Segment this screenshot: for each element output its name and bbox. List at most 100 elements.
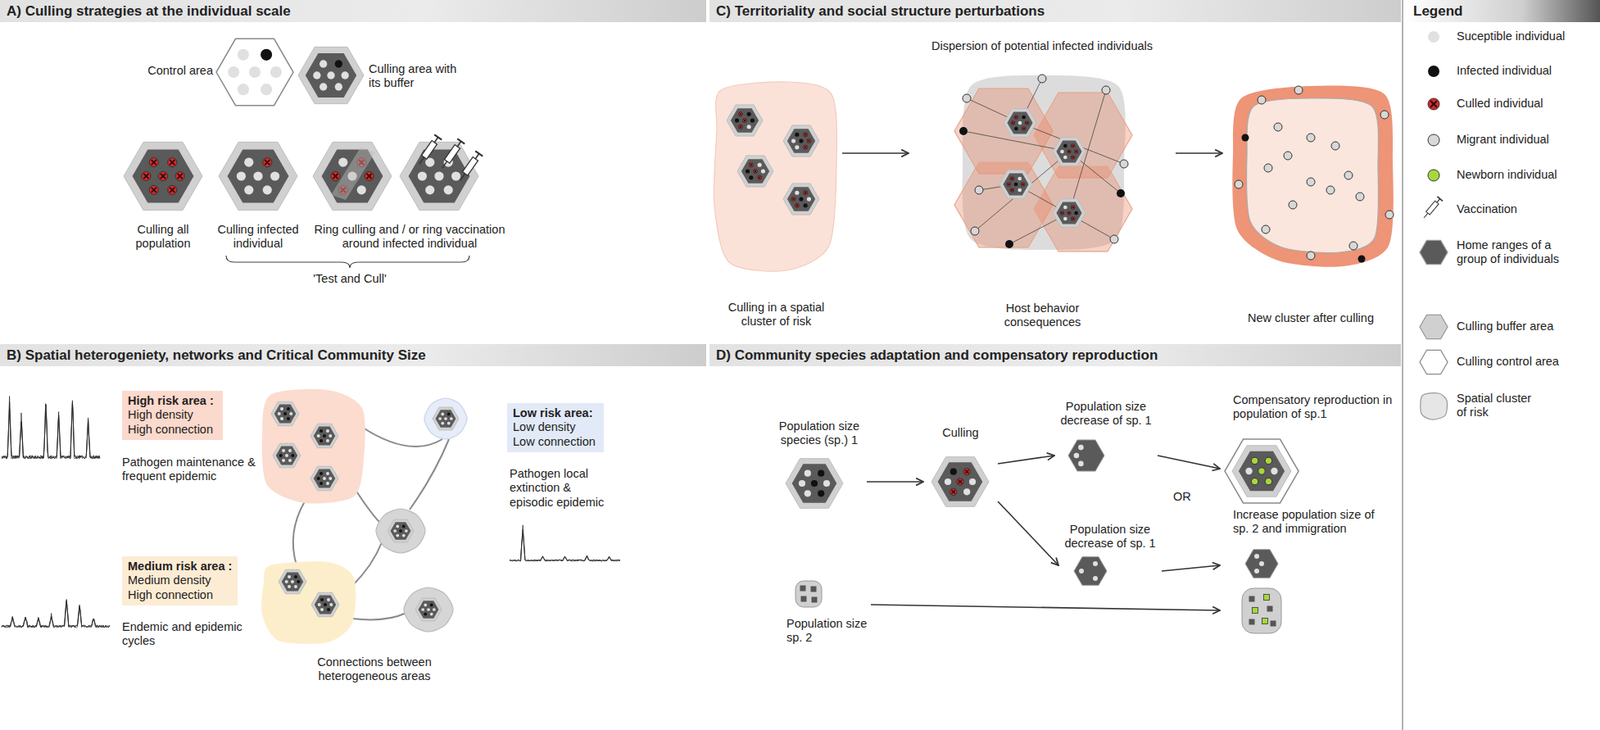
individual-dot (798, 480, 806, 487)
home-range-hexagon (281, 572, 304, 592)
individual-dot (791, 138, 796, 143)
individual-dot (959, 126, 968, 136)
risk-heading: Low risk area: (512, 406, 599, 421)
individual-dot (794, 145, 799, 150)
time-series-line (1, 600, 110, 628)
legend-text: Vaccination (1456, 202, 1596, 217)
individual-dot (1010, 176, 1015, 182)
home-range-hexagon (1245, 549, 1279, 579)
individual-dot (1427, 65, 1440, 78)
home-range-hexagon (787, 186, 816, 212)
individual-dot (326, 429, 330, 433)
individual-dot (803, 145, 808, 150)
culling-buffer-hexagon (783, 183, 820, 215)
individual-dot (328, 476, 332, 481)
individual-dot (167, 158, 177, 168)
individual-dot (791, 196, 796, 201)
individual-dot (320, 598, 324, 602)
home-range-hexagon (1068, 439, 1105, 472)
caption-text: Low density Low connection (512, 420, 599, 449)
flow-arrow (1157, 455, 1220, 469)
population-stage: Population size sp. 2 (786, 577, 869, 648)
flow-arrow (1161, 565, 1220, 572)
individual-dot (323, 602, 327, 607)
species-2-individual (1249, 596, 1256, 603)
vaccination-syringe (456, 150, 483, 183)
culled-cross (965, 469, 970, 474)
individual-dot (338, 158, 348, 168)
individual-dot (804, 489, 812, 497)
legend-swatch-area (1415, 158, 1452, 192)
panel: D) Community species adaptation and comp… (709, 344, 1401, 730)
culled-cross (1010, 177, 1014, 181)
culled-cross (1071, 217, 1075, 221)
individual-dot (817, 489, 825, 497)
home-range-hexagon (1002, 172, 1029, 195)
individual-dot (329, 602, 333, 607)
culled-cross (1060, 212, 1064, 215)
species-2-individual (1249, 619, 1256, 626)
individual-dot (806, 196, 812, 201)
culling-buffer-hexagon (931, 457, 989, 508)
individual-dot (1060, 211, 1065, 216)
home-range-hexagon (276, 446, 299, 466)
caption-text: Culling all population (122, 222, 204, 252)
individual-dot (425, 185, 435, 195)
individual-dot (357, 185, 367, 195)
individual-dot (447, 421, 451, 426)
individual-dot (1254, 553, 1260, 559)
individual-dot (326, 439, 330, 443)
individual-dot (1070, 155, 1075, 160)
risk-heading: High risk area : (127, 394, 218, 408)
culled-cross (1011, 122, 1015, 125)
individual-dot (1257, 95, 1266, 105)
home-range-hexagon (313, 426, 336, 446)
individual-dot (288, 448, 292, 453)
individual-dot (280, 407, 284, 411)
individual-dot (742, 117, 747, 123)
individual-dot (319, 481, 323, 485)
caption-text: Dispersion of potential infected individ… (911, 39, 1174, 54)
individual-dot (322, 476, 327, 481)
species-2-individual (1262, 618, 1269, 625)
culling-buffer-hexagon (726, 104, 763, 136)
culling-buffer-hexagon (123, 141, 203, 210)
annotation: OR (1173, 489, 1198, 504)
caption-text: Culling infected individual (210, 222, 306, 252)
legend-row: Vaccination (1415, 193, 1596, 227)
culled-cross (743, 119, 747, 123)
legend-swatch-area (1415, 87, 1452, 121)
individual-dot (1250, 477, 1258, 485)
legend-cluster (1420, 393, 1448, 420)
dispersal-line (1069, 90, 1106, 214)
home-range-hexagon (787, 128, 816, 154)
individual-dot (294, 575, 298, 579)
ring-shading (330, 147, 376, 200)
individual-dot (1014, 182, 1019, 187)
individual-dot (279, 453, 283, 458)
culled-cross (1068, 212, 1071, 215)
panel-heading: A) Culling strategies at the individual … (0, 0, 707, 23)
species-2-range (795, 580, 822, 608)
individual-dot (944, 478, 952, 485)
individual-dot (288, 458, 292, 463)
culling-buffer-hexagon (272, 443, 301, 467)
individual-dot (434, 171, 444, 181)
culled-cross (749, 163, 753, 167)
caption-text: Culling area with its buffer (368, 62, 459, 91)
individual-dot (794, 190, 799, 195)
home-range-hexagon (792, 463, 838, 503)
individual-dot (963, 488, 970, 495)
individual-dot (1074, 453, 1080, 459)
individual-dot (1014, 126, 1019, 132)
individual-dot (1294, 86, 1303, 95)
caption-text: Increase population size of sp. 2 and im… (1232, 507, 1379, 537)
culled-cross (1071, 156, 1075, 159)
home-range-hexagon (227, 149, 290, 204)
individual-dot (1063, 217, 1068, 222)
individual-dot (1288, 200, 1297, 209)
time-series-line (1, 401, 100, 459)
culled-cross (160, 173, 166, 179)
individual-dot (421, 607, 425, 612)
individual-dot (296, 580, 300, 584)
